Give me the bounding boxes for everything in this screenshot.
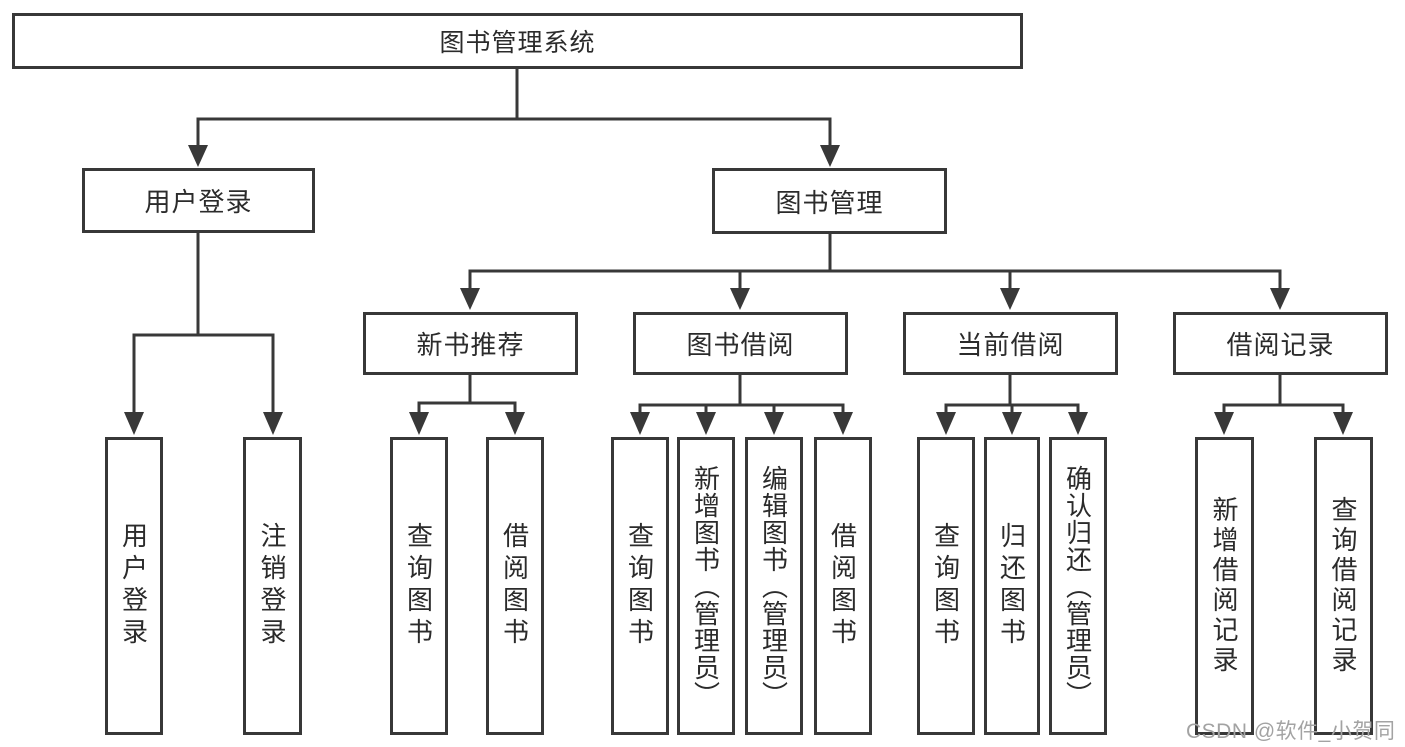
node-user-login: 用户登录	[82, 168, 315, 233]
leaf-current-confirm-return-admin: 确认归还（管理员）	[1049, 437, 1107, 735]
leaf-borrow-borrow-books: 借阅图书	[814, 437, 872, 735]
leaf-current-return-books: 归还图书	[984, 437, 1040, 735]
leaf-current-query-books: 查询图书	[917, 437, 975, 735]
leaf-recommend-query-books: 查询图书	[390, 437, 448, 735]
node-new-book-recommend: 新书推荐	[363, 312, 578, 375]
node-current-borrow: 当前借阅	[903, 312, 1118, 375]
leaf-logout: 注销登录	[243, 437, 302, 735]
node-borrow-records: 借阅记录	[1173, 312, 1388, 375]
leaf-borrow-query-books: 查询图书	[611, 437, 669, 735]
node-book-management: 图书管理	[712, 168, 947, 234]
leaf-records-add-record: 新增借阅记录	[1195, 437, 1254, 735]
leaf-records-query-record: 查询借阅记录	[1314, 437, 1373, 735]
node-book-borrow: 图书借阅	[633, 312, 848, 375]
node-root: 图书管理系统	[12, 13, 1023, 69]
leaf-user-login: 用户登录	[105, 437, 163, 735]
csdn-watermark: CSDN @软件_小贺同学	[1186, 720, 1396, 743]
leaf-borrow-edit-books-admin: 编辑图书（管理员）	[745, 437, 803, 735]
leaf-recommend-borrow-books: 借阅图书	[486, 437, 544, 735]
leaf-borrow-add-books-admin: 新增图书（管理员）	[677, 437, 735, 735]
